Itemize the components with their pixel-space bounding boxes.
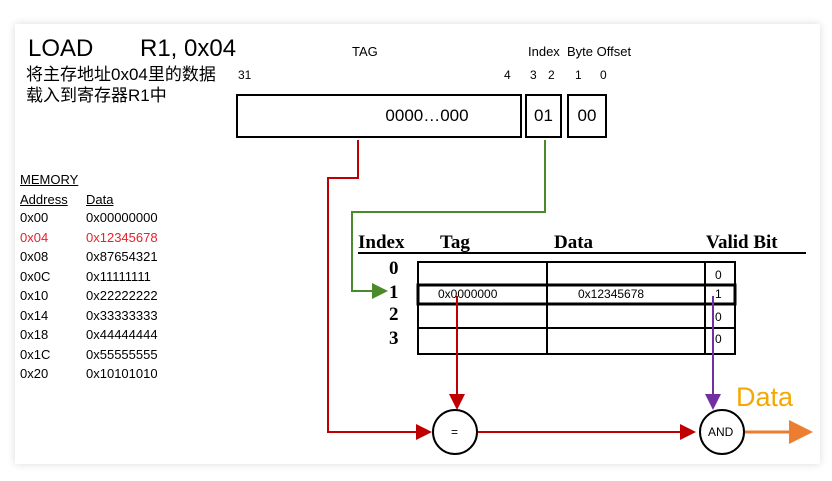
bit-31-label: 31	[238, 68, 252, 82]
memory-data-cell: 0x10101010	[86, 366, 158, 381]
cache-index-cell: 0	[389, 258, 399, 279]
instruction-description: 将主存地址0x04里的数据载入到寄存器R1中	[26, 65, 216, 105]
tag-wire	[327, 140, 432, 440]
cache-valid-cell: 1	[715, 287, 722, 301]
cache-index-cell: 2	[389, 304, 399, 325]
instruction-operands: R1, 0x04	[140, 35, 237, 62]
cache-valid-cell: 0	[715, 332, 722, 346]
index-field-label: Index	[528, 44, 560, 59]
memory-data-cell: 0x22222222	[86, 288, 158, 303]
memory-data-cell: 0x55555555	[86, 346, 158, 362]
cache-data-header: Data	[554, 232, 594, 253]
bit-4-label: 4	[504, 68, 511, 82]
data-output-label: Data	[736, 382, 794, 412]
bit-3-label: 3	[530, 68, 537, 82]
memory-data-cell: 0x87654321	[86, 249, 158, 264]
memory-address-cell: 0x10	[20, 288, 49, 303]
compare-gate	[432, 409, 478, 455]
byte-offset-field-label: Byte Offset	[567, 44, 632, 59]
instruction-mnemonic: LOAD	[28, 35, 94, 62]
memory-data-cell: 0x11111111	[86, 268, 151, 284]
bit-2-label: 2	[548, 68, 555, 82]
cache-tag-header: Tag	[440, 232, 470, 253]
memory-address-cell: 0x14	[20, 307, 49, 323]
and-gate	[699, 409, 745, 455]
index-wire	[351, 140, 546, 299]
bit-1-label: 1	[575, 68, 582, 82]
memory-data-cell: 0x44444444	[86, 327, 158, 342]
index-field-value: 01	[534, 106, 553, 125]
memory-address-cell: 0x08	[20, 249, 49, 264]
memory-data-cell: 0x12345678	[86, 229, 158, 245]
cache-index-header: Index	[358, 232, 405, 253]
tag-field-box: 0000…000	[236, 94, 522, 138]
offset-field-value: 00	[577, 106, 597, 125]
cache-grid	[416, 261, 737, 355]
cache-valid-header: Valid Bit	[706, 232, 778, 253]
memory-data-header: Data	[86, 192, 114, 207]
cache-index-cell: 3	[389, 328, 399, 349]
index-field-box: 01	[525, 94, 562, 138]
cache-valid-cell: 0	[715, 310, 722, 324]
cache-tag-cell: 0x0000000	[438, 287, 498, 301]
tag-field-label: TAG	[352, 44, 378, 59]
memory-address-cell: 0x20	[20, 366, 49, 381]
memory-data-cell: 0x33333333	[86, 307, 158, 323]
offset-field-box: 00	[567, 94, 607, 138]
cache-data-cell: 0x12345678	[578, 287, 645, 301]
tag-field-value: 0000…000	[385, 106, 469, 125]
memory-data-cell: 0x00000000	[86, 210, 158, 225]
memory-address-cell: 0x00	[20, 210, 49, 225]
memory-address-cell: 0x04	[20, 229, 49, 245]
compare-gate-label: =	[451, 425, 459, 439]
cache-index-cell: 1	[389, 282, 399, 303]
and-gate-label: AND	[708, 425, 734, 439]
memory-title: MEMORY	[20, 172, 79, 187]
memory-address-cell: 0x18	[20, 327, 49, 342]
memory-address-cell: 0x0C	[20, 268, 51, 284]
memory-address-header: Address	[20, 192, 68, 207]
cache-valid-cell: 0	[715, 268, 722, 282]
memory-address-cell: 0x1C	[20, 346, 51, 362]
bit-0-label: 0	[600, 68, 607, 82]
